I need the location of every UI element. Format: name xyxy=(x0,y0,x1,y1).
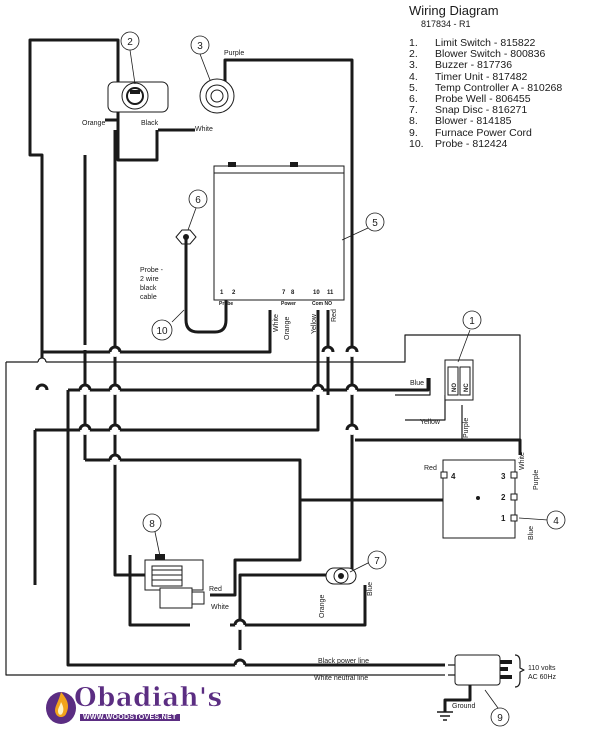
legend-item: 10.Probe - 812424 xyxy=(409,137,508,150)
diagram-revision: 817834 - R1 xyxy=(421,19,471,29)
legend: Wiring Diagram 817834 - R1 1.Limit Switc… xyxy=(409,3,599,150)
timer-terminals: 4 3 2 1 xyxy=(451,472,506,523)
legend-item: 1.Limit Switch - 815822 xyxy=(409,37,536,49)
callout-4: 4 xyxy=(553,516,559,527)
label-ground: Ground xyxy=(452,703,475,710)
probe-note: Probe - 2 wire black cable xyxy=(140,267,164,301)
legend-item: 6.Probe Well - 806455 xyxy=(409,93,531,106)
power-note: 110 volts AC 60Hz xyxy=(528,665,557,681)
controller-terminals: 1 2 7 8 10 11 Probe Power Com NO xyxy=(219,290,334,307)
label-black-power: Black power line xyxy=(318,658,369,665)
blower-motor xyxy=(144,554,205,609)
label-orange-snap: Orange xyxy=(319,595,326,618)
label-red-blower: Red xyxy=(209,586,222,593)
wire-thin xyxy=(5,334,521,676)
legend-item: 3.Buzzer - 817736 xyxy=(409,59,513,72)
callout-3: 3 xyxy=(197,41,203,52)
obadiahs-logo: Obadiah's WWW.WOODSTOVES.NET xyxy=(44,683,222,726)
label-blue-limit: Blue xyxy=(410,380,424,387)
svg-text:2: 2 xyxy=(232,290,236,296)
label-purple-top: Purple xyxy=(224,50,244,57)
label-blue-timer: Blue xyxy=(528,526,535,540)
svg-text:NC: NC xyxy=(464,383,470,392)
callout-8: 8 xyxy=(149,519,155,530)
snap-disc xyxy=(325,567,357,585)
probe-well xyxy=(175,229,228,334)
svg-text:4: 4 xyxy=(451,472,456,481)
svg-text:2 wire: 2 wire xyxy=(140,276,159,283)
timer-unit xyxy=(440,459,518,539)
svg-text:AC 60Hz: AC 60Hz xyxy=(528,674,557,681)
label-purple-limit: Purple xyxy=(463,418,470,438)
label-white-ctrl: White xyxy=(273,314,280,332)
label-white-top: White xyxy=(195,126,213,133)
callout-9: 9 xyxy=(497,713,503,724)
svg-text:Com NO: Com NO xyxy=(312,301,332,307)
svg-text:110 volts: 110 volts xyxy=(528,665,556,672)
label-white-blower: White xyxy=(211,604,229,611)
label-orange-top: Orange xyxy=(82,120,105,127)
legend-item: 9.Furnace Power Cord xyxy=(409,126,532,139)
wire-crossovers xyxy=(35,345,359,670)
callout-leaders xyxy=(129,49,549,709)
callouts: 2 3 5 6 10 1 4 8 7 9 xyxy=(120,31,566,727)
limit-switch xyxy=(444,359,474,401)
svg-text:2: 2 xyxy=(501,493,506,502)
legend-item: 7.Snap Disc - 816271 xyxy=(409,104,528,117)
label-white-neutral: White neutral line xyxy=(314,675,368,682)
svg-text:8: 8 xyxy=(291,290,295,296)
svg-text:NO: NO xyxy=(452,383,458,392)
callout-2: 2 xyxy=(127,37,133,48)
callout-6: 6 xyxy=(195,195,201,206)
temp-controller xyxy=(213,162,345,301)
logo-name: Obadiah's xyxy=(74,683,223,714)
label-black-top: Black xyxy=(141,120,159,127)
svg-text:10: 10 xyxy=(313,290,320,296)
svg-text:7: 7 xyxy=(282,290,286,296)
callout-5: 5 xyxy=(372,218,378,229)
svg-text:1: 1 xyxy=(220,290,224,296)
power-plug xyxy=(437,654,525,721)
svg-text:Power: Power xyxy=(281,301,296,307)
callout-10: 10 xyxy=(156,326,168,337)
label-red-ctrl: Red xyxy=(331,309,338,322)
legend-item: 8.Blower - 814185 xyxy=(409,115,512,128)
label-orange-ctrl: Orange xyxy=(284,317,291,340)
callout-1: 1 xyxy=(469,316,475,327)
label-red-timer: Red xyxy=(424,465,437,472)
legend-item: 5.Temp Controller A - 810268 xyxy=(409,81,563,94)
svg-text:Probe: Probe xyxy=(219,301,233,307)
wire-labels: Orange Black White Purple White Orange Y… xyxy=(82,50,540,710)
label-yellow-ctrl: Yellow xyxy=(311,313,318,334)
buzzer xyxy=(199,78,235,114)
svg-text:1: 1 xyxy=(501,514,506,523)
legend-item: 4.Timer Unit - 817482 xyxy=(409,70,528,83)
svg-text:11: 11 xyxy=(327,290,334,296)
svg-text:3: 3 xyxy=(501,472,506,481)
logo-url: WWW.WOODSTOVES.NET xyxy=(80,714,180,721)
legend-item: 2.Blower Switch - 800836 xyxy=(409,48,546,61)
blower-switch xyxy=(107,81,169,113)
limit-switch-terminals: NO NC xyxy=(452,383,470,392)
svg-text:Probe -: Probe - xyxy=(140,267,164,274)
label-blue-snap: Blue xyxy=(367,582,374,596)
flame-icon xyxy=(46,692,76,724)
svg-text:cable: cable xyxy=(140,294,157,301)
callout-7: 7 xyxy=(374,556,380,567)
svg-text:black: black xyxy=(140,285,157,292)
label-purple-timer: Purple xyxy=(533,470,540,490)
label-white-timer: White xyxy=(519,452,526,470)
label-yellow-limit: Yellow xyxy=(420,419,441,426)
legend-list: 1.Limit Switch - 815822 2.Blower Switch … xyxy=(409,37,599,150)
diagram-title: Wiring Diagram xyxy=(409,3,499,18)
